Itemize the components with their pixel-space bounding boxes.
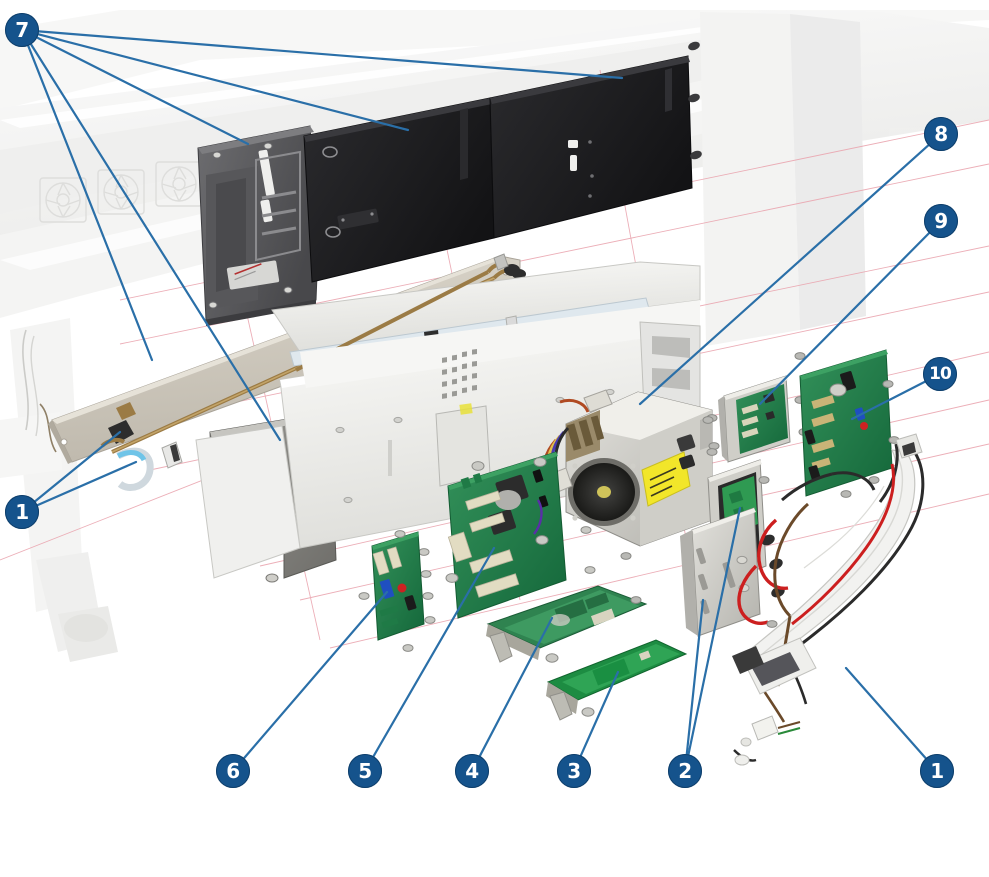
callout-1-left[interactable]: 1 <box>5 495 39 529</box>
callout-6[interactable]: 6 <box>216 754 250 788</box>
fasteners <box>620 416 778 628</box>
interconnect-pca <box>794 349 900 498</box>
callout-10[interactable]: 10 <box>923 357 957 391</box>
callout-9[interactable]: 9 <box>924 204 958 238</box>
side-bracket-cover <box>197 125 319 326</box>
pci-card-lower <box>546 639 688 721</box>
callout-7[interactable]: 7 <box>5 13 39 47</box>
callout-2[interactable]: 2 <box>668 754 702 788</box>
callout-8[interactable]: 8 <box>924 117 958 151</box>
callout-3[interactable]: 3 <box>557 754 591 788</box>
callout-1-right[interactable]: 1 <box>920 754 954 788</box>
callout-4[interactable]: 4 <box>455 754 489 788</box>
callout-5[interactable]: 5 <box>348 754 382 788</box>
small-pca <box>358 530 425 652</box>
power-distribution-module <box>706 375 810 463</box>
